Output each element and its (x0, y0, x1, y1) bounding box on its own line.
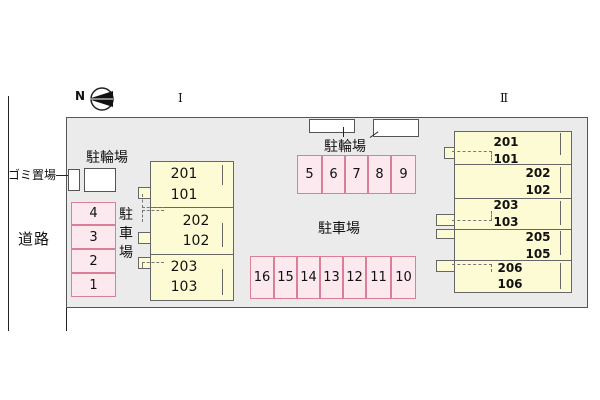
unit-number: 203 (493, 198, 519, 212)
bike-leader-line (343, 127, 344, 137)
parking-space: 13 (320, 256, 343, 299)
garbage-area-label: ゴミ置場 (8, 168, 57, 182)
parking-lot-label: 駐車場 (318, 221, 360, 237)
unit-number: 103 (170, 279, 198, 295)
bike-parking-top-2 (373, 119, 419, 137)
road-edge-line-lower (66, 308, 67, 331)
parking-space: 15 (274, 256, 297, 299)
parking-space: 12 (343, 256, 366, 299)
parking-space: 2 (71, 249, 116, 273)
parking-space: 7 (345, 155, 368, 194)
road-edge-line (8, 96, 9, 331)
building-2-label: Ⅱ (500, 91, 509, 105)
bike-parking-top-1 (309, 119, 355, 133)
garbage-area (68, 169, 80, 191)
unit-number: 202 (525, 166, 551, 180)
parking-space: 14 (297, 256, 320, 299)
unit-number: 106 (497, 277, 523, 291)
parking-vertical-label: 駐 車 場 (119, 207, 133, 261)
parking-space: 6 (322, 155, 345, 194)
road-label: 道路 (18, 230, 51, 248)
building-2: 201 101 202 102 203 103 205 105 206 106 (436, 131, 578, 293)
unit-number: 202 (182, 213, 210, 229)
parking-space: 16 (250, 256, 274, 299)
building-1: 201 101 202 102 203 103 (138, 161, 238, 301)
parking-space: 4 (71, 202, 116, 225)
parking-space: 9 (391, 155, 416, 194)
parking-space: 5 (297, 155, 322, 194)
unit-number: 101 (493, 152, 519, 166)
unit-number: 201 (493, 135, 519, 149)
unit-number: 101 (170, 187, 198, 203)
parking-space: 10 (391, 256, 416, 299)
unit-number: 102 (182, 233, 210, 249)
compass-icon (88, 87, 114, 111)
compass-north-label: N (75, 89, 86, 103)
unit-number: 205 (525, 230, 551, 244)
parking-space: 11 (366, 256, 391, 299)
parking-space: 8 (368, 155, 391, 194)
building-1-label: Ⅰ (178, 91, 183, 105)
unit-number: 203 (170, 259, 198, 275)
bike-parking-left-label: 駐輪場 (86, 150, 128, 166)
bike-parking-left (84, 168, 116, 192)
unit-number: 206 (497, 261, 523, 275)
bike-parking-top-label: 駐輪場 (324, 139, 366, 155)
parking-space: 1 (71, 273, 116, 297)
parking-space: 3 (71, 225, 116, 249)
unit-number: 102 (525, 183, 551, 197)
unit-number: 201 (170, 166, 198, 182)
unit-number: 105 (525, 247, 551, 261)
garbage-leader-line (56, 175, 70, 176)
unit-number: 103 (493, 215, 519, 229)
